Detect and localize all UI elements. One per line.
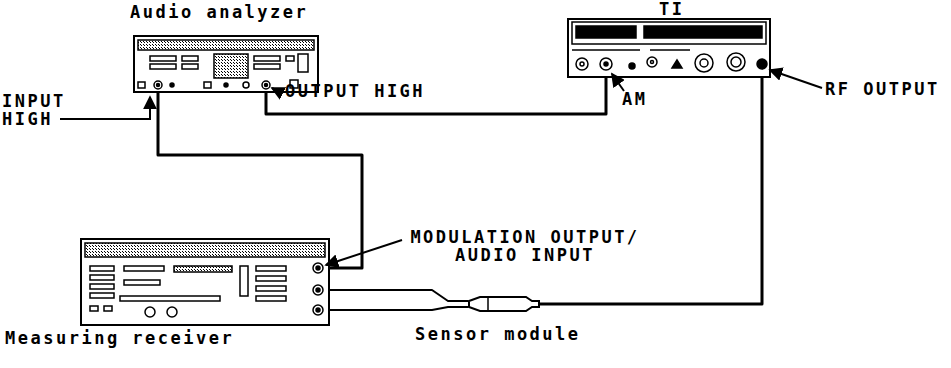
measuring-receiver-panel-part (124, 266, 164, 271)
ti-panel-part (629, 63, 635, 69)
terminal-label: AM (622, 90, 647, 108)
audio-analyzer-panel-part (182, 56, 198, 61)
measuring-receiver-panel-part (85, 243, 325, 257)
measuring-receiver-panel-part (316, 308, 320, 312)
audio-analyzer-panel-part (150, 64, 176, 69)
leader-lines-part (60, 97, 150, 119)
instrument-name: TI (659, 0, 684, 18)
measuring-receiver-panel-part (313, 285, 323, 295)
measuring-receiver-panel-part (174, 266, 232, 272)
terminal-label: INPUT HIGH (2, 92, 74, 128)
measuring-receiver: Measuring receiver (80, 238, 330, 326)
measuring-receiver-panel-part (313, 305, 323, 315)
ti-panel-part (757, 59, 767, 69)
test-cable (158, 93, 362, 268)
ti-panel-part (572, 22, 766, 44)
audio-analyzer-panel-part (286, 56, 294, 61)
sensor-module: Sensor module (468, 294, 540, 314)
ti-instrument: TI (567, 18, 771, 78)
measuring-receiver-panel-part (256, 276, 286, 281)
measuring-receiver-panel-part (256, 266, 286, 271)
audio-analyzer-panel-part (298, 54, 308, 72)
leader-lines-part (326, 240, 402, 265)
ti-panel-part (647, 57, 657, 67)
measuring-receiver-panel-part (256, 296, 286, 301)
test-cable (266, 78, 606, 114)
audio-analyzer-panel-part (138, 40, 314, 50)
ti-panel-part (700, 59, 708, 67)
measuring-receiver-panel-part (90, 266, 114, 271)
ti-panel-part (576, 58, 588, 70)
measuring-receiver-panel-part (316, 266, 320, 270)
ti-panel-part (727, 53, 745, 71)
ti-panel-part (650, 49, 690, 51)
instrument-name: Measuring receiver (5, 329, 234, 347)
measuring-receiver-panel-part (145, 307, 155, 317)
audio-analyzer-panel-part (150, 56, 176, 61)
audio-analyzer-panel-part (157, 84, 160, 87)
audio-analyzer-panel-part (254, 64, 280, 69)
test-cable (330, 307, 468, 310)
sensor-outline (468, 294, 540, 314)
instrument-name: Audio analyzer (130, 3, 308, 21)
audio-analyzer-panel-part (170, 83, 174, 87)
audio-analyzer-panel-part (254, 56, 280, 61)
terminal-label: MODULATION OUTPUT/ AUDIO INPUT (405, 228, 645, 264)
leader-lines-part (770, 70, 822, 88)
measuring-receiver-panel-part (316, 288, 320, 292)
measuring-receiver-panel-part (90, 284, 114, 289)
ti-panel-part (651, 61, 654, 64)
measuring-receiver-panel-part (90, 275, 114, 280)
instrument-name: Sensor module (415, 325, 581, 343)
ti-panel-part (600, 58, 612, 70)
audio-analyzer-panel-part (204, 82, 211, 88)
measuring-receiver-panel-part (90, 293, 114, 298)
measuring-receiver-panel-part (120, 296, 220, 301)
measuring-receiver-panel-part (167, 307, 177, 317)
measuring-receiver-panel (85, 243, 325, 317)
sensor-band (487, 297, 489, 311)
test-cable (540, 78, 762, 304)
audio-analyzer-panel-part (138, 82, 145, 88)
ti-panel-part (731, 57, 741, 67)
ti-panel-part (572, 49, 640, 51)
measuring-receiver-panel-part (313, 263, 323, 273)
measuring-receiver-panel-part (124, 280, 160, 285)
sensor-body (469, 297, 539, 311)
test-cable (330, 290, 468, 301)
audio-analyzer-panel-part (265, 84, 268, 87)
measuring-receiver-panel-part (90, 306, 98, 311)
audio-analyzer-panel-part (262, 81, 270, 89)
ti-panel-part (644, 26, 762, 38)
leader-lines (60, 70, 822, 265)
audio-analyzer-panel-part (224, 83, 228, 87)
audio-analyzer-panel-part (243, 82, 249, 88)
audio-analyzer-panel-part (182, 64, 198, 69)
ti-panel-part (580, 62, 584, 66)
measuring-receiver-panel-part (104, 306, 112, 311)
audio-analyzer-panel-part (154, 81, 162, 89)
ti-panel-part (604, 62, 608, 66)
ti-panel (572, 22, 767, 72)
audio-analyzer-panel-part (214, 54, 248, 78)
measuring-receiver-panel-part (240, 266, 248, 296)
terminal-label: OUTPUT HIGH (285, 82, 425, 100)
terminal-label: RF OUTPUT (825, 80, 940, 98)
ti-panel-part (576, 26, 636, 38)
ti-panel-part (695, 54, 713, 72)
measuring-receiver-panel-part (256, 286, 286, 291)
ti-panel-part (672, 60, 682, 68)
